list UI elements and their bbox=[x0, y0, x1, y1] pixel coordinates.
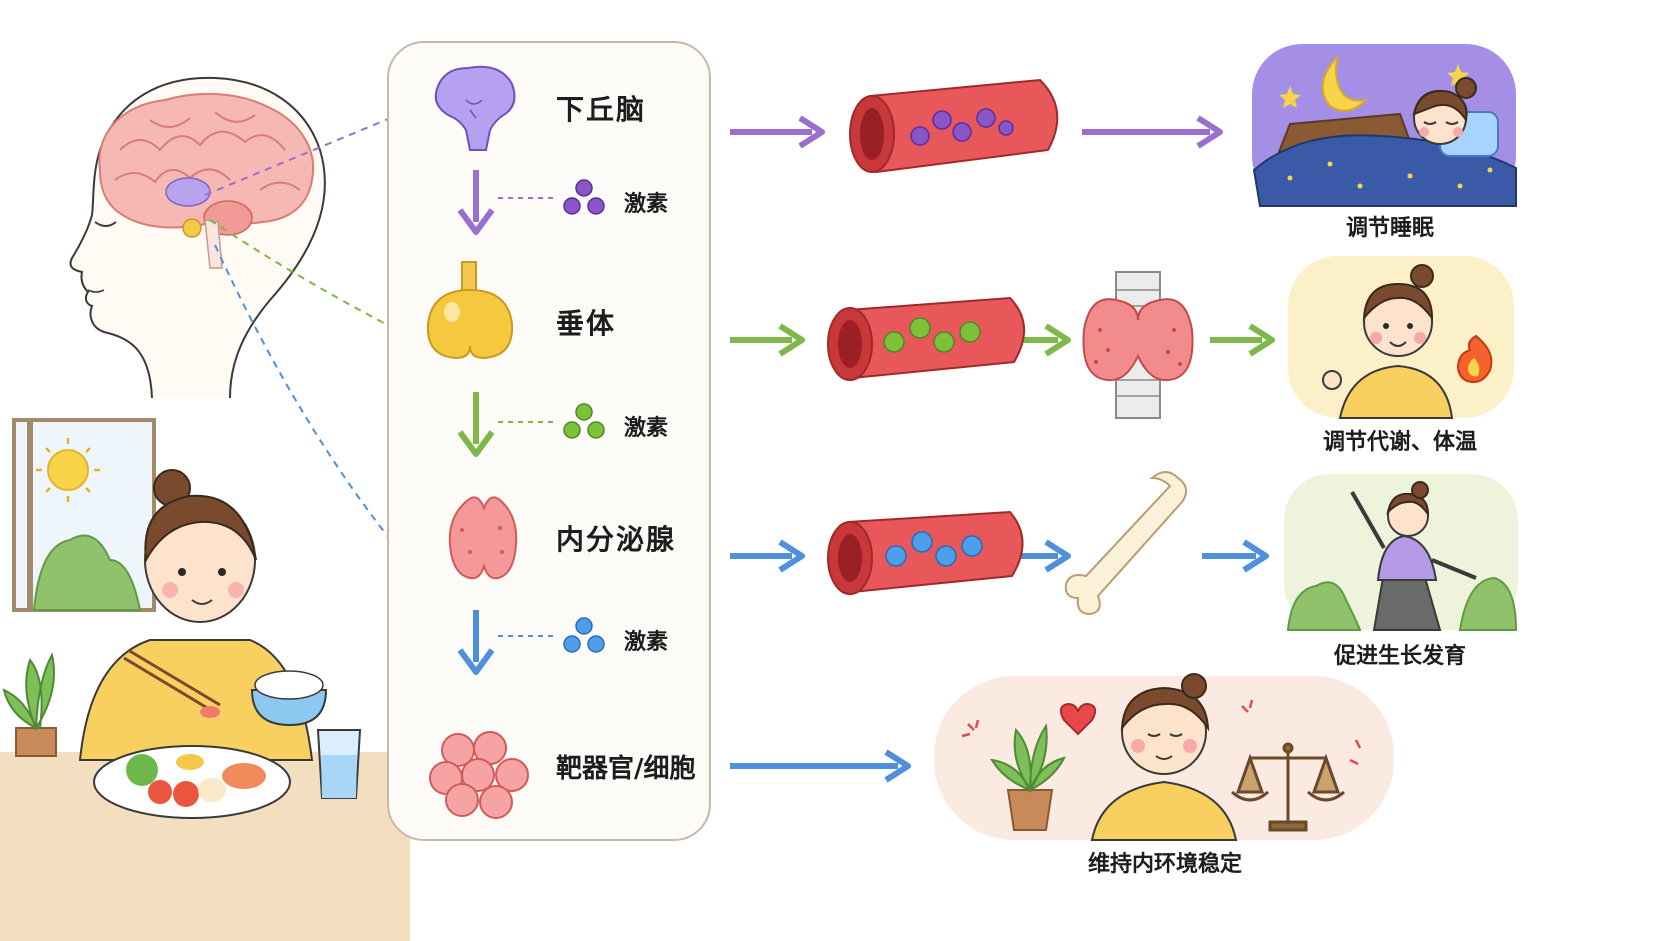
blood-vessel-purple bbox=[849, 78, 1059, 174]
metabolism-illustration bbox=[1288, 256, 1514, 419]
bone-icon bbox=[1064, 471, 1188, 616]
connector-hypothalamus bbox=[204, 111, 406, 196]
chain-panel bbox=[387, 41, 711, 841]
arrow-down-green bbox=[457, 392, 495, 457]
blood-vessel-blue bbox=[827, 510, 1024, 595]
pituitary-in-brain bbox=[182, 218, 202, 238]
woman-eating-scene bbox=[0, 418, 410, 941]
hypothalamus-in-brain bbox=[165, 177, 211, 207]
label-hypothalamus: 下丘脑 bbox=[556, 93, 647, 126]
target-cells-icon bbox=[429, 731, 529, 819]
homeostasis-illustration bbox=[934, 673, 1394, 841]
thyroid-organ-icon bbox=[1082, 271, 1194, 419]
label-target-organ: 靶器官/细胞 bbox=[556, 754, 696, 784]
arrow-right-purple-2 bbox=[1082, 115, 1223, 149]
hormone-dots-blue bbox=[563, 617, 605, 653]
arrow-right-blue-3 bbox=[1202, 539, 1269, 573]
pituitary-icon bbox=[426, 261, 514, 360]
arrow-right-blue-4 bbox=[730, 749, 911, 783]
arrow-right-purple-1 bbox=[730, 115, 825, 149]
balance-scale-icon bbox=[1231, 742, 1345, 832]
label-endocrine-gland: 内分泌腺 bbox=[556, 523, 677, 556]
hypothalamus-icon bbox=[434, 65, 516, 151]
heart-icon bbox=[1059, 702, 1097, 736]
sun-icon bbox=[47, 449, 89, 491]
growth-illustration bbox=[1284, 474, 1518, 631]
blood-vessel-green bbox=[827, 296, 1026, 381]
label-regulate-sleep: 调节睡眠 bbox=[1345, 216, 1434, 241]
arrow-down-purple bbox=[457, 170, 495, 235]
head-illustration bbox=[69, 76, 326, 399]
label-hormone-1: 激素 bbox=[624, 192, 669, 217]
label-hormone-2: 激素 bbox=[624, 416, 669, 441]
sleep-illustration bbox=[1252, 44, 1517, 207]
potted-plant-icon bbox=[1006, 789, 1054, 831]
label-pituitary: 垂体 bbox=[556, 307, 617, 340]
eye-icon bbox=[94, 221, 117, 227]
connector-pituitary bbox=[209, 219, 406, 335]
label-homeostasis: 维持内环境稳定 bbox=[1087, 852, 1242, 877]
hormone-dots-green bbox=[563, 403, 605, 439]
arrow-down-blue bbox=[457, 610, 495, 675]
label-promote-growth: 促进生长发育 bbox=[1333, 644, 1466, 669]
plant-pot bbox=[15, 727, 57, 757]
arrow-right-green-3 bbox=[1210, 323, 1275, 357]
brain-icon bbox=[98, 92, 315, 229]
label-regulate-metabolism: 调节代谢、体温 bbox=[1322, 430, 1477, 455]
connector-thyroid bbox=[214, 244, 406, 559]
hormone-dots-purple bbox=[563, 179, 605, 215]
moon-icon bbox=[1321, 55, 1369, 112]
arrow-right-green-1 bbox=[730, 323, 805, 357]
rice-bowl bbox=[250, 689, 328, 727]
mouth-icon bbox=[87, 289, 105, 293]
thyroid-gland-icon bbox=[448, 496, 518, 580]
label-hormone-3: 激素 bbox=[624, 630, 669, 655]
arrow-right-blue-1 bbox=[730, 539, 805, 573]
